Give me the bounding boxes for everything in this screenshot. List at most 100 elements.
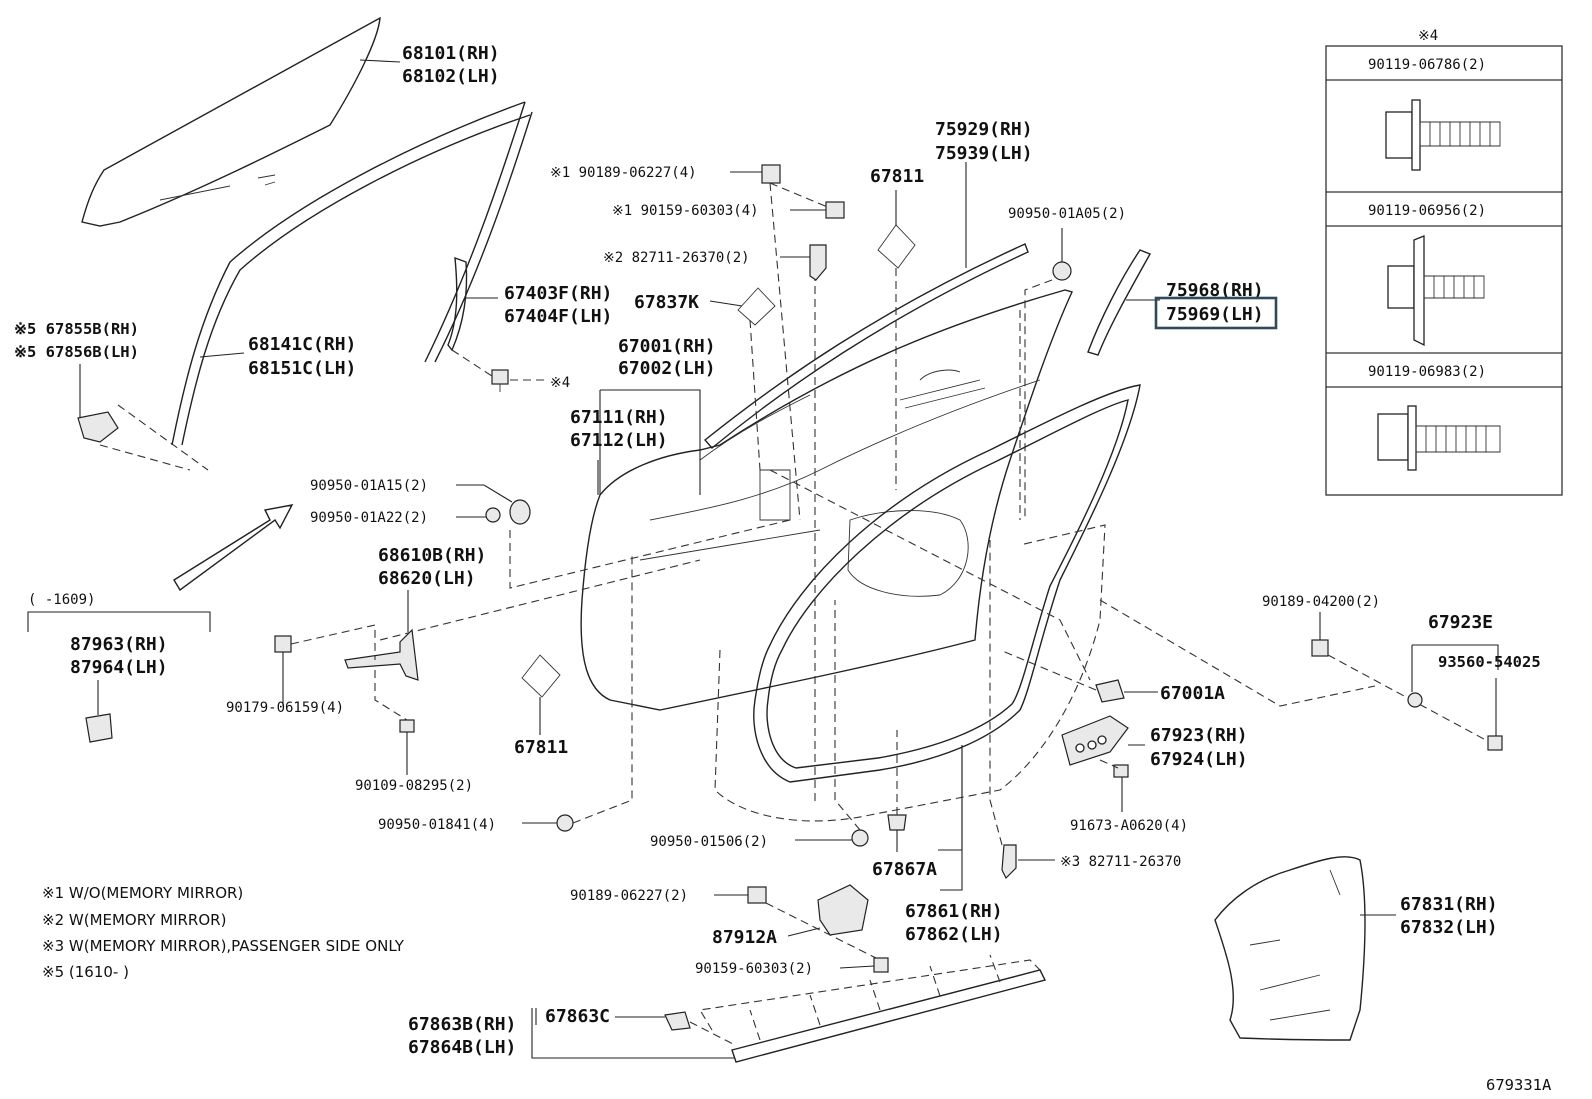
- label-75929[interactable]: 75929(RH): [935, 119, 1033, 140]
- label-91673-a0620[interactable]: 91673-A0620(4): [1070, 818, 1188, 834]
- label-75939[interactable]: 75939(LH): [935, 143, 1033, 164]
- label-67861[interactable]: 67861(RH): [905, 901, 1003, 922]
- screw-icon[interactable]: [873, 957, 889, 973]
- label-68101[interactable]: 68101(RH): [402, 43, 500, 64]
- label-67924[interactable]: 67924(LH): [1150, 749, 1248, 770]
- label-87964[interactable]: 87964(LH): [70, 657, 168, 678]
- label-68620[interactable]: 68620(LH): [378, 568, 476, 589]
- division-bar[interactable]: [447, 256, 468, 352]
- grommet-icon[interactable]: [509, 499, 531, 525]
- grommet-icon[interactable]: [1052, 261, 1072, 281]
- label-67111[interactable]: 67111(RH): [570, 407, 668, 428]
- label-plate-icon[interactable]: [85, 713, 113, 743]
- bolt-icon[interactable]: [274, 635, 292, 653]
- screw-icon[interactable]: [825, 201, 845, 219]
- note-5: ※5 (1610- ): [42, 963, 129, 981]
- bolt-icon[interactable]: [399, 719, 415, 733]
- table-row-2[interactable]: 90119-06956(2): [1368, 203, 1486, 219]
- label-67404f[interactable]: 67404F(LH): [504, 306, 612, 327]
- label-67811-lower[interactable]: 67811: [514, 737, 568, 758]
- label-67002[interactable]: 67002(LH): [618, 358, 716, 379]
- service-hole-cover[interactable]: [1214, 856, 1366, 1041]
- label-67112[interactable]: 67112(LH): [570, 430, 668, 451]
- label-90159-60303-a[interactable]: ※1 90159-60303(4): [612, 203, 759, 219]
- door-opening-weatherstrip[interactable]: [753, 384, 1141, 783]
- scuff-plate[interactable]: [731, 969, 1047, 1063]
- clip-icon[interactable]: [851, 829, 869, 847]
- label-93560-54025[interactable]: 93560-54025: [1438, 653, 1541, 671]
- label-90950-01a22[interactable]: 90950-01A22(2): [310, 510, 428, 526]
- label-68102[interactable]: 68102(LH): [402, 66, 500, 87]
- label-67001[interactable]: 67001(RH): [618, 336, 716, 357]
- label-67923[interactable]: 67923(RH): [1150, 725, 1248, 746]
- clip-icon[interactable]: [556, 814, 574, 832]
- label-87912a[interactable]: 87912A: [712, 927, 777, 948]
- label-67863c[interactable]: 67863C: [545, 1006, 610, 1027]
- label-67001a[interactable]: 67001A: [1160, 683, 1225, 704]
- nut-icon[interactable]: [485, 507, 501, 523]
- bracket-icon[interactable]: [809, 244, 827, 281]
- label-67831[interactable]: 67831(RH): [1400, 894, 1498, 915]
- label-67403f[interactable]: 67403F(RH): [504, 283, 612, 304]
- bolt-icon[interactable]: [1487, 735, 1503, 751]
- pad-sheet[interactable]: [877, 224, 916, 269]
- label-90109-08295[interactable]: 90109-08295(2): [355, 778, 473, 794]
- note-1: ※1 W/O(MEMORY MIRROR): [42, 884, 243, 902]
- flange-bolt-long-icon: [1377, 405, 1501, 471]
- door-glass[interactable]: [81, 16, 381, 227]
- label-90950-01a15[interactable]: 90950-01A15(2): [310, 478, 428, 494]
- label-90189-06227-a[interactable]: ※1 90189-06227(4): [550, 165, 697, 181]
- label-90189-06227-b[interactable]: 90189-06227(2): [570, 888, 688, 904]
- label-67863b[interactable]: 67863B(RH): [408, 1014, 516, 1035]
- label-67837k[interactable]: 67837K: [634, 292, 699, 313]
- belt-weatherstrip[interactable]: [703, 243, 1029, 449]
- clip-icon[interactable]: [664, 1011, 691, 1031]
- footnotes: ※1 W/O(MEMORY MIRROR) ※2 W(MEMORY MIRROR…: [42, 884, 405, 981]
- clip-icon[interactable]: [887, 814, 907, 831]
- label-range-1609[interactable]: ( -1609): [28, 592, 95, 608]
- label-82711-26370-a[interactable]: ※2 82711-26370(2): [603, 250, 750, 266]
- label-87963[interactable]: 87963(RH): [70, 634, 168, 655]
- label-90950-01a05[interactable]: 90950-01A05(2): [1008, 206, 1126, 222]
- label-68151c[interactable]: 68151C(LH): [248, 358, 356, 379]
- label-67867a[interactable]: 67867A: [872, 859, 937, 880]
- table-row-1[interactable]: 90119-06786(2): [1368, 57, 1486, 73]
- door-check[interactable]: [344, 628, 419, 681]
- clip-icon[interactable]: [761, 164, 781, 184]
- label-star4-a[interactable]: ※4: [550, 375, 570, 391]
- clip-icon[interactable]: [747, 886, 767, 904]
- front-door-run[interactable]: [1087, 249, 1151, 356]
- label-67855b[interactable]: ※5 67855B(RH): [14, 320, 139, 338]
- label-68141c[interactable]: 68141C(RH): [248, 334, 356, 355]
- mirror-bracket[interactable]: [817, 884, 869, 936]
- label-90950-01841[interactable]: 90950-01841(4): [378, 817, 496, 833]
- door-panel[interactable]: [580, 289, 1073, 711]
- label-67923e[interactable]: 67923E: [1428, 612, 1493, 633]
- glass-run-channel[interactable]: [171, 101, 533, 446]
- label-90189-04200[interactable]: 90189-04200(2): [1262, 594, 1380, 610]
- label-90950-01506[interactable]: 90950-01506(2): [650, 834, 768, 850]
- bracket-icon[interactable]: [1001, 844, 1017, 880]
- label-82711-26370-b[interactable]: ※3 82711-26370: [1060, 854, 1181, 870]
- pad-sheet-67837k[interactable]: [737, 287, 776, 326]
- label-90179-06159[interactable]: 90179-06159(4): [226, 700, 344, 716]
- label-75969[interactable]: 75969(LH): [1166, 304, 1264, 325]
- label-67862[interactable]: 67862(LH): [905, 924, 1003, 945]
- pad-sheet[interactable]: [521, 654, 561, 698]
- label-90159-60303-b[interactable]: 90159-60303(2): [695, 961, 813, 977]
- label-67856b[interactable]: ※5 67856B(LH): [14, 343, 139, 361]
- label-75968[interactable]: 75968(RH): [1166, 280, 1264, 301]
- bumper-icon[interactable]: [1095, 679, 1125, 703]
- lock-striker-plate[interactable]: [1061, 715, 1129, 766]
- label-68610b[interactable]: 68610B(RH): [378, 545, 486, 566]
- part-labels: 68101(RH) 68102(LH) 75929(RH) 75939(LH) …: [14, 43, 1552, 1094]
- label-67832[interactable]: 67832(LH): [1400, 917, 1498, 938]
- table-row-3[interactable]: 90119-06983(2): [1368, 364, 1486, 380]
- nut-icon[interactable]: [1407, 692, 1423, 708]
- clip-icon[interactable]: [1311, 639, 1329, 657]
- label-67811-upper[interactable]: 67811: [870, 166, 924, 187]
- label-67864b[interactable]: 67864B(LH): [408, 1037, 516, 1058]
- bolt-icon[interactable]: [491, 369, 509, 392]
- clip-icon[interactable]: [77, 411, 119, 443]
